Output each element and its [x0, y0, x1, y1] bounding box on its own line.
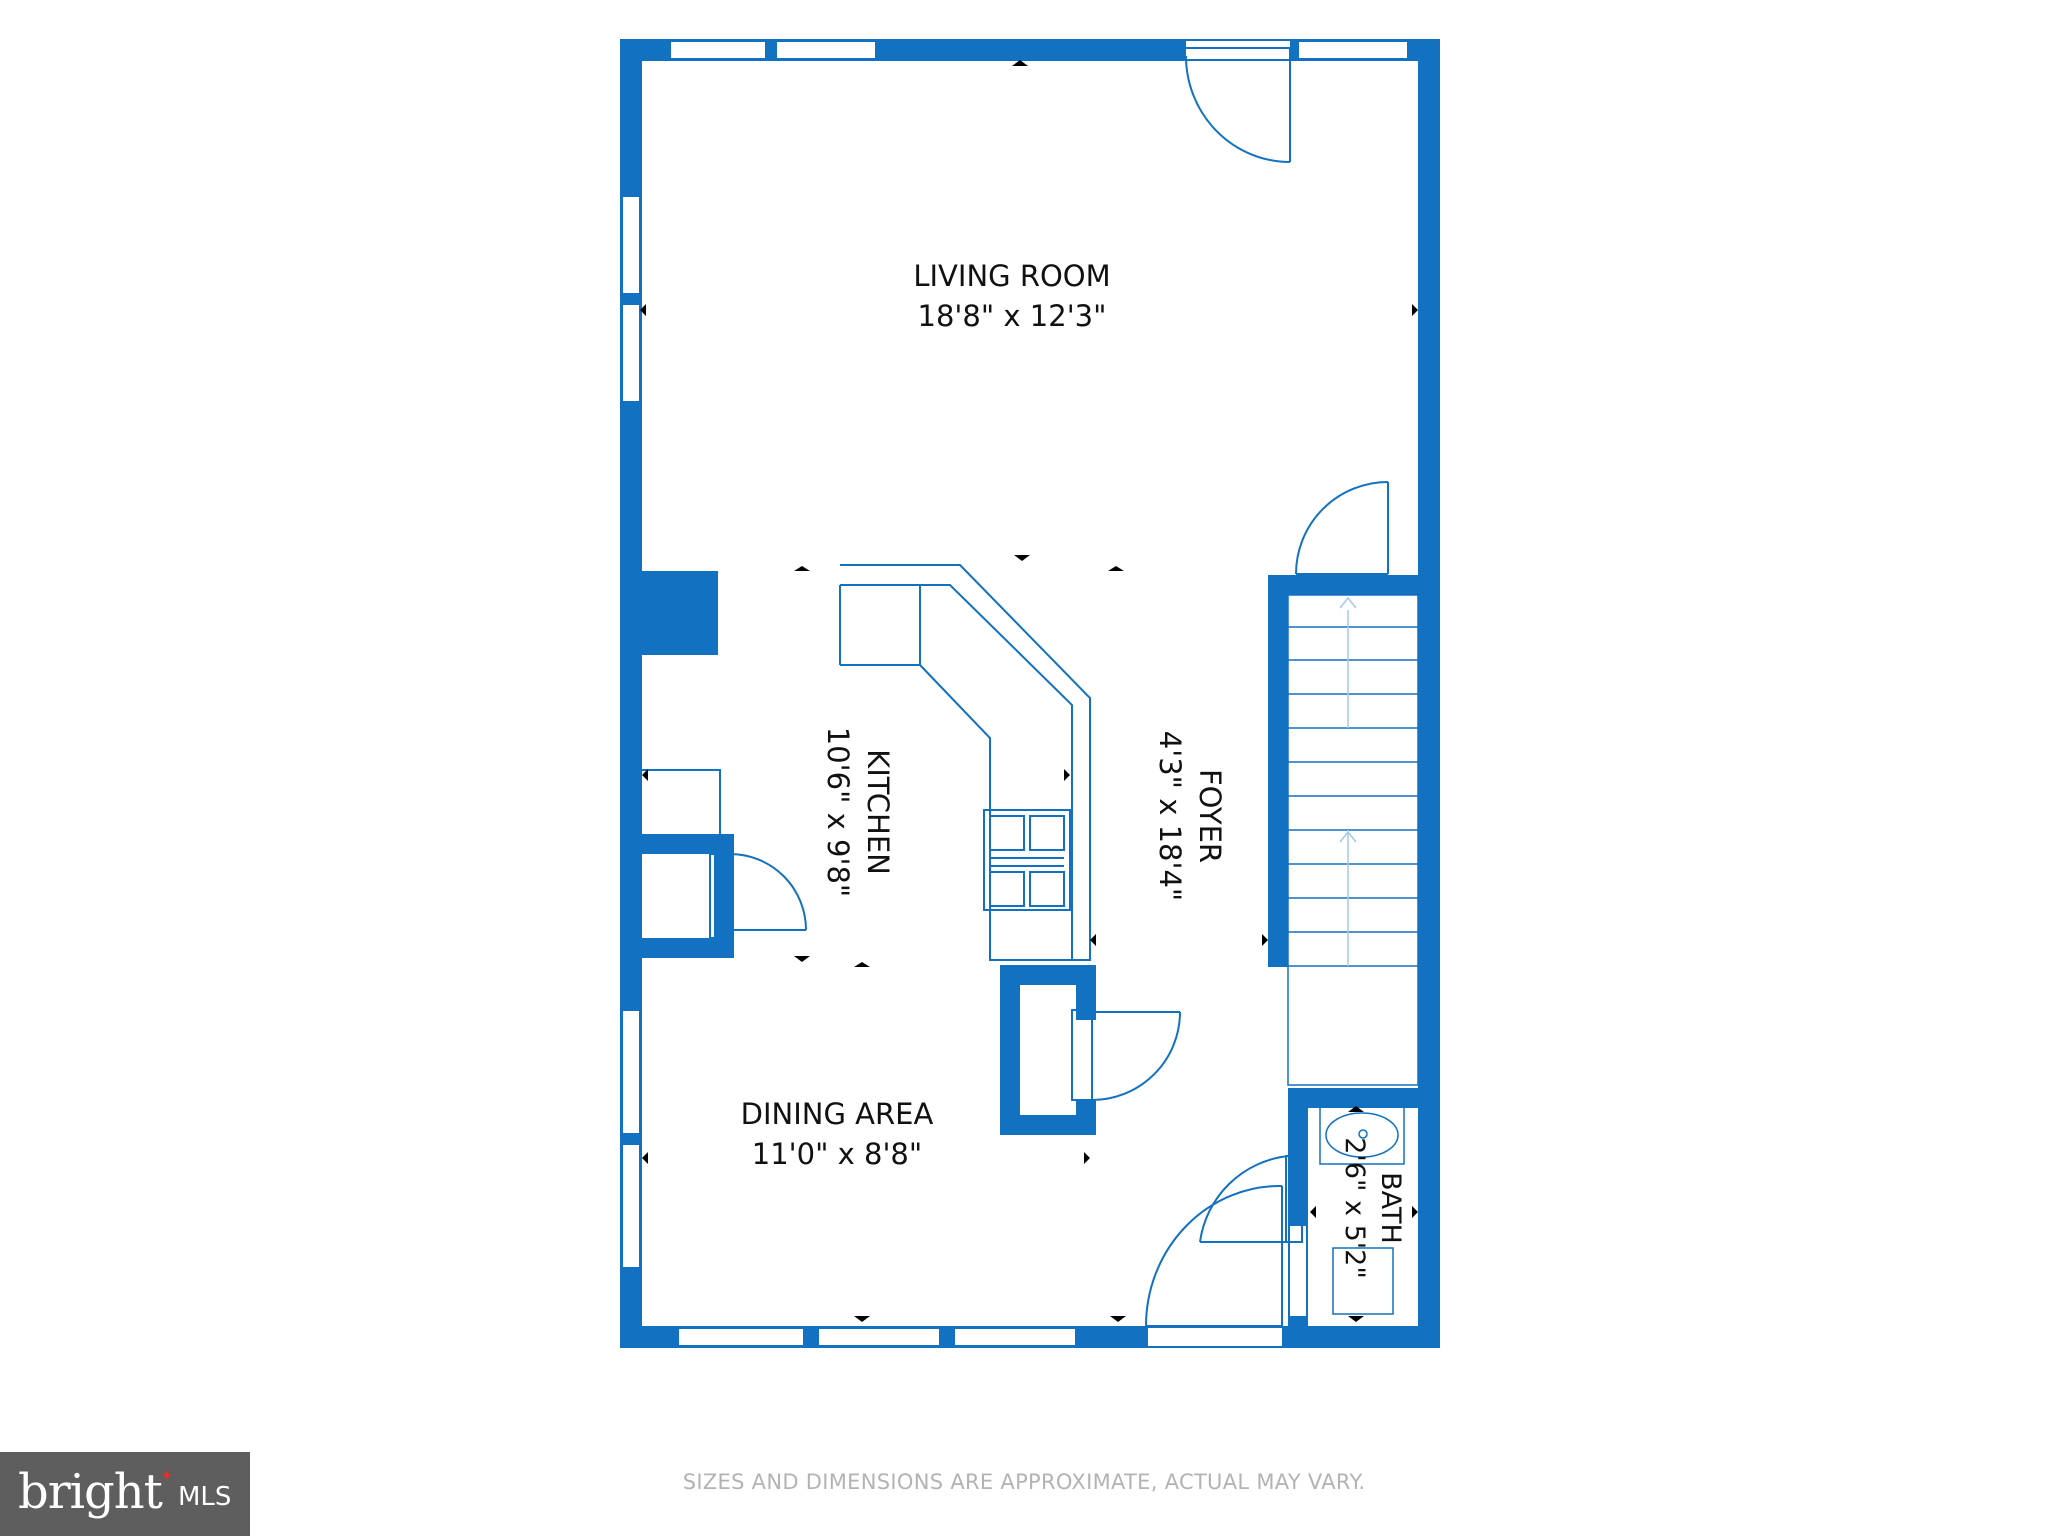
foyer-name: FOYER	[1193, 769, 1227, 863]
living-room-name: LIVING ROOM	[913, 259, 1110, 293]
room-labels: LIVING ROOM 18'8" x 12'3" KITCHEN 10'6" …	[741, 259, 1406, 1279]
windows	[621, 40, 1409, 1347]
living-room-label: LIVING ROOM 18'8" x 12'3"	[913, 259, 1110, 333]
kitchen-dimensions: 10'6" x 9'8"	[821, 727, 855, 897]
kitchen-label: KITCHEN 10'6" x 9'8"	[821, 727, 895, 897]
stairs	[1287, 594, 1419, 1086]
logo-brand-text: bright	[18, 1464, 163, 1520]
foyer-label: FOYER 4'3" x 18'4"	[1153, 731, 1227, 901]
bath-label: BATH 2'6" x 5'2"	[1339, 1137, 1406, 1279]
bath-fixtures	[1319, 1105, 1405, 1315]
dining-area-name: DINING AREA	[741, 1097, 934, 1131]
living-room-dimensions: 18'8" x 12'3"	[918, 299, 1107, 333]
bright-mls-logo: bright ✦ MLS	[0, 1452, 250, 1536]
kitchen-counters	[642, 564, 1091, 961]
bath-dimensions: 2'6" x 5'2"	[1339, 1137, 1370, 1279]
foyer-dimensions: 4'3" x 18'4"	[1153, 731, 1187, 901]
logo-spark-icon: ✦	[160, 1466, 174, 1485]
dining-area-dimensions: 11'0" x 8'8"	[752, 1137, 922, 1171]
disclaimer-text: SIZES AND DIMENSIONS ARE APPROXIMATE, AC…	[682, 1470, 1366, 1494]
doors	[709, 47, 1389, 1327]
logo-suffix-text: MLS	[178, 1482, 232, 1512]
bath-name: BATH	[1375, 1172, 1406, 1244]
dining-area-label: DINING AREA 11'0" x 8'8"	[741, 1097, 934, 1171]
kitchen-name: KITCHEN	[861, 749, 895, 875]
dimension-markers	[640, 60, 1418, 1322]
